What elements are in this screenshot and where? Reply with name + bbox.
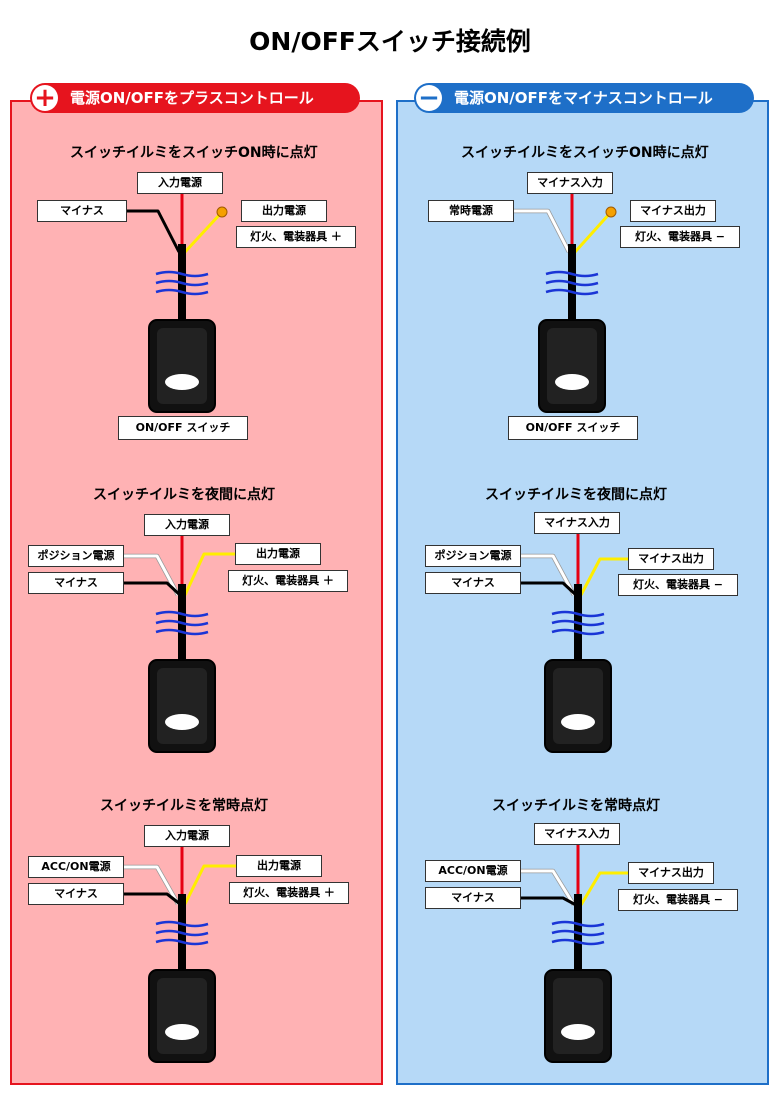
plus-sec2-switch-indicator-lamp xyxy=(165,714,199,730)
plus-sec2-load-label: 灯火、電装器具 ＋ xyxy=(228,570,348,592)
plus-sec1-title: スイッチイルミをスイッチON時に点灯 xyxy=(70,145,318,161)
plus-sec1-left-label: マイナス xyxy=(37,200,127,222)
plus-sec2-yellow-wire xyxy=(183,552,235,596)
plus-sec3-load-label: 灯火、電装器具 ＋ xyxy=(229,882,349,904)
minus-sec3-out-label: マイナス出力 xyxy=(628,862,714,884)
plus-sec3-switch-heat-wave-icon-1 xyxy=(155,920,209,928)
plus-sec3-white-wire-outline xyxy=(124,864,180,906)
minus-sec3-left-black-label: マイナス xyxy=(425,887,521,909)
page-title: ON/OFFスイッチ接続例 xyxy=(249,27,531,56)
plus-sec3-switch-face xyxy=(157,978,207,1054)
plus-sec1-out-label: 出力電源 xyxy=(241,200,327,222)
minus-sec3-left-white-label: ACC/ON電源 xyxy=(425,860,521,882)
plus-sec1-switch-heat-wave-icon-1 xyxy=(155,270,209,278)
minus-sec1-switch-heat-wave-icon-3 xyxy=(545,288,599,296)
minus-sec1-switch-heat-wave-icon-2 xyxy=(545,279,599,287)
minus-sec1-switch-face xyxy=(547,328,597,404)
plus-control-header: + 電源ON/OFFをプラスコントロール xyxy=(30,83,360,113)
plus-sec2-out-label: 出力電源 xyxy=(235,543,321,565)
plus-sec1-yellow-wire xyxy=(183,210,224,254)
minus-sec1-switch-indicator-lamp xyxy=(555,374,589,390)
minus-sec1-switch-label: ON/OFF スイッチ xyxy=(508,416,638,440)
plus-sec3-out-label: 出力電源 xyxy=(236,855,322,877)
minus-sec1-left-wire-outline xyxy=(514,208,572,254)
minus-sec2-white-wire-outline xyxy=(521,553,576,597)
minus-sec1-out-label: マイナス出力 xyxy=(630,200,716,222)
plus-sec2-white-wire xyxy=(124,554,180,596)
plus-sec3-yellow-wire xyxy=(183,864,236,905)
minus-sec2-out-label: マイナス出力 xyxy=(628,548,714,570)
minus-sec2-switch-indicator-lamp xyxy=(561,714,595,730)
plus-sec3-left-black-label: マイナス xyxy=(28,883,124,905)
plus-control-header-label: 電源ON/OFFをプラスコントロール xyxy=(70,89,314,107)
plus-sec3-title: スイッチイルミを常時点灯 xyxy=(100,798,268,814)
minus-sec1-load-label: 灯火、電装器具 − xyxy=(620,226,740,248)
minus-sec1-left-label: 常時電源 xyxy=(428,200,514,222)
minus-sec2-load-label: 灯火、電装器具 − xyxy=(618,574,738,596)
plus-sec3-top-label: 入力電源 xyxy=(144,825,230,847)
plus-sec2-white-wire-outline xyxy=(124,553,180,597)
minus-sec2-yellow-wire xyxy=(579,557,628,596)
plus-sec1-switch-heat-wave-icon-3 xyxy=(155,288,209,296)
minus-sec3-switch-heat-wave-icon-3 xyxy=(551,938,605,946)
plus-sec1-switch-indicator-lamp xyxy=(165,374,199,390)
minus-sec3-switch-indicator-lamp xyxy=(561,1024,595,1040)
plus-sec2-title: スイッチイルミを夜間に点灯 xyxy=(93,487,275,503)
minus-sec2-black-wire xyxy=(521,581,578,597)
plus-sec3-switch-heat-wave-icon-3 xyxy=(155,938,209,946)
plus-sec2-switch-face xyxy=(157,668,207,744)
minus-sec1-switch-heat-wave-icon-1 xyxy=(545,270,599,278)
plus-sec2-black-wire xyxy=(124,581,182,597)
plus-sec2-left-white-label: ポジション電源 xyxy=(28,545,124,567)
minus-sec3-switch-heat-wave-icon-2 xyxy=(551,929,605,937)
minus-sec2-switch-heat-wave-icon-3 xyxy=(551,628,605,636)
plus-sec3-left-white-label: ACC/ON電源 xyxy=(28,856,124,878)
plus-sec2-left-black-label: マイナス xyxy=(28,572,124,594)
plus-sec2-top-label: 入力電源 xyxy=(144,514,230,536)
minus-sec2-top-label: マイナス入力 xyxy=(534,512,620,534)
minus-circle-icon: − xyxy=(416,85,442,111)
plus-sec1-top-label: 入力電源 xyxy=(137,172,223,194)
minus-sec1-left-wire xyxy=(514,209,571,253)
plus-sec3-switch-indicator-lamp xyxy=(165,1024,199,1040)
minus-sec3-top-label: マイナス入力 xyxy=(534,823,620,845)
minus-sec2-switch-heat-wave-icon-2 xyxy=(551,619,605,627)
plus-sec3-white-wire xyxy=(124,865,180,905)
minus-control-header-label: 電源ON/OFFをマイナスコントロール xyxy=(454,89,713,107)
minus-sec1-yellow-wire xyxy=(573,210,613,254)
minus-sec3-black-wire xyxy=(521,896,577,907)
plus-sec2-switch-heat-wave-icon-1 xyxy=(155,610,209,618)
plus-sec1-load-label: 灯火、電装器具 ＋ xyxy=(236,226,356,248)
minus-sec1-title: スイッチイルミをスイッチON時に点灯 xyxy=(461,145,709,161)
minus-sec3-white-wire xyxy=(521,869,576,906)
plus-sec1-switch-face xyxy=(157,328,207,404)
minus-sec1-bulb-icon xyxy=(605,206,617,218)
minus-sec2-white-wire xyxy=(521,554,576,596)
minus-sec2-switch-heat-wave-icon-1 xyxy=(551,610,605,618)
plus-circle-icon: + xyxy=(32,85,58,111)
plus-sec1-bulb-icon xyxy=(216,206,228,218)
minus-sec1-top-label: マイナス入力 xyxy=(527,172,613,194)
minus-sec3-title: スイッチイルミを常時点灯 xyxy=(492,798,660,814)
minus-sec3-switch-heat-wave-icon-1 xyxy=(551,920,605,928)
plus-sec1-left-wire xyxy=(127,209,181,253)
minus-sec2-switch-face xyxy=(553,668,603,744)
minus-control-header: − 電源ON/OFFをマイナスコントロール xyxy=(414,83,754,113)
minus-sec3-load-label: 灯火、電装器具 − xyxy=(618,889,738,911)
minus-sec2-title: スイッチイルミを夜間に点灯 xyxy=(485,487,667,503)
plus-sec1-switch-heat-wave-icon-2 xyxy=(155,279,209,287)
plus-sec1-switch-label: ON/OFF スイッチ xyxy=(118,416,248,440)
plus-sec2-switch-heat-wave-icon-3 xyxy=(155,628,209,636)
minus-sec2-left-white-label: ポジション電源 xyxy=(425,545,521,567)
plus-sec2-switch-heat-wave-icon-2 xyxy=(155,619,209,627)
plus-sec3-switch-heat-wave-icon-2 xyxy=(155,929,209,937)
minus-sec3-switch-face xyxy=(553,978,603,1054)
minus-sec3-yellow-wire xyxy=(579,871,628,906)
plus-sec3-black-wire xyxy=(124,892,181,906)
minus-sec2-left-black-label: マイナス xyxy=(425,572,521,594)
